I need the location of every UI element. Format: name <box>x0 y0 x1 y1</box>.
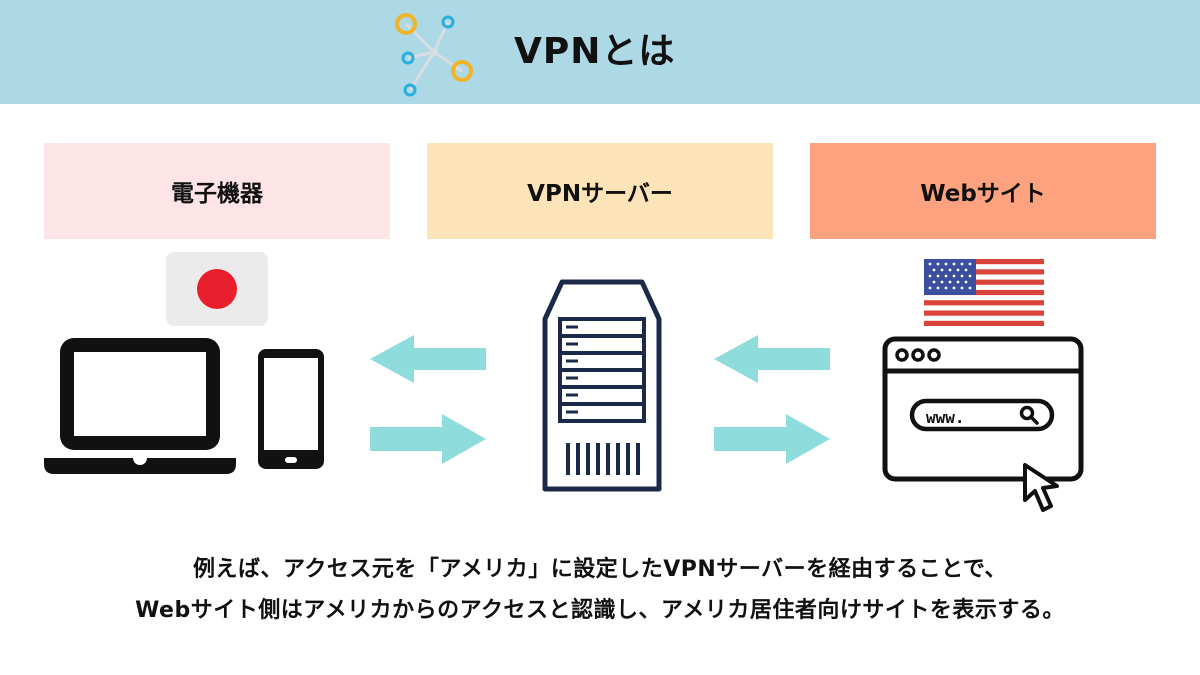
arrow-left-icon <box>714 335 830 383</box>
caption-line-1: 例えば、アクセス元を「アメリカ」に設定したVPNサーバーを経由することで、 <box>192 557 1008 582</box>
usa-flag-icon <box>924 259 1044 326</box>
smartphone-icon <box>258 349 324 469</box>
laptop-icon <box>44 338 236 474</box>
arrow-right-icon <box>714 414 830 464</box>
column-header-website: Webサイト <box>810 143 1156 239</box>
arrow-left-icon <box>370 335 486 383</box>
browser-window-icon <box>882 336 1084 482</box>
column-header-device: 電子機器 <box>44 143 390 239</box>
cursor-icon <box>1023 463 1059 512</box>
arrow-right-icon <box>370 414 486 464</box>
page-title: VPNとは <box>514 31 676 72</box>
column-header-vpn-server: VPNサーバー <box>427 143 773 239</box>
browser-url-text: www. <box>926 408 965 427</box>
network-nodes-icon <box>395 13 473 97</box>
japan-flag-icon <box>166 252 268 326</box>
caption-line-2: Webサイト側はアメリカからのアクセスと認識し、アメリカ居住者向けサイトを表示す… <box>135 598 1065 623</box>
server-tower-icon <box>542 279 662 492</box>
header-banner: VPNとは <box>0 0 1200 104</box>
